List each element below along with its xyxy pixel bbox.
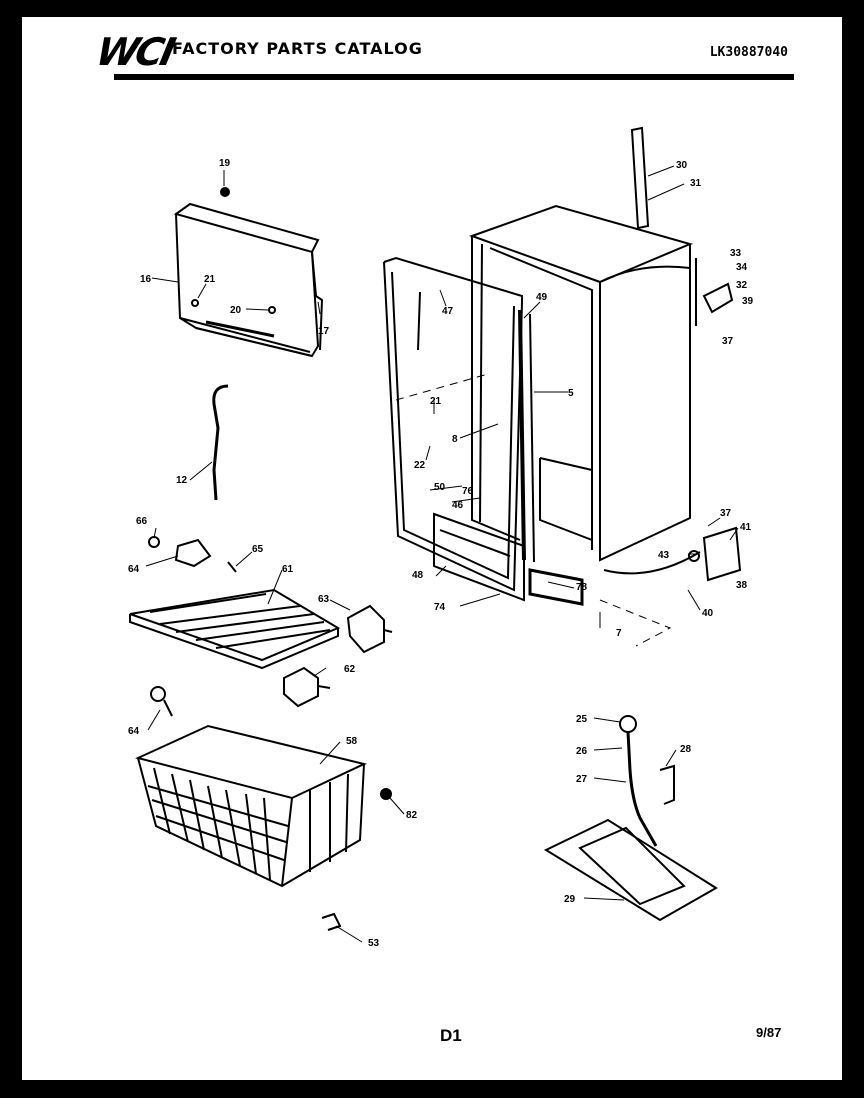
callout-26: 26 <box>576 746 588 757</box>
page-label: D1 <box>440 1026 462 1045</box>
header-rule <box>114 74 794 80</box>
clip-53 <box>321 912 342 931</box>
drain-pan <box>543 818 718 922</box>
callout-50: 50 <box>434 482 446 493</box>
grommet-82 <box>380 788 392 800</box>
shelf-stop <box>283 666 331 708</box>
callout-34: 34 <box>736 262 748 273</box>
bottom-tray <box>433 512 584 606</box>
callout-65: 65 <box>252 544 264 555</box>
basket-support <box>150 686 173 717</box>
callout-46: 46 <box>452 500 464 511</box>
callout-31: 31 <box>690 178 702 189</box>
hinge-assembly <box>603 526 742 582</box>
callout-82: 82 <box>406 810 418 821</box>
catalog-date: 9/87 <box>756 1025 782 1040</box>
callout-22: 22 <box>414 460 426 471</box>
callout-41: 41 <box>740 522 752 533</box>
drain-tube <box>619 715 658 847</box>
callout-49: 49 <box>536 292 548 303</box>
callout-76: 76 <box>462 486 474 497</box>
catalog-title: FACTORY PARTS CATALOG <box>172 39 423 58</box>
callout-25: 25 <box>576 714 588 725</box>
callout-62: 62 <box>344 664 356 675</box>
screw-19 <box>220 187 230 197</box>
door-gasket <box>383 256 523 592</box>
callout-47: 47 <box>442 306 454 317</box>
callout-7: 7 <box>616 628 622 639</box>
wire-basket <box>135 724 367 888</box>
callout-12: 12 <box>176 475 188 486</box>
callout-39: 39 <box>742 296 754 307</box>
callout-43: 43 <box>658 550 670 561</box>
callout-28: 28 <box>680 744 692 755</box>
callout-27: 27 <box>576 774 588 785</box>
callout-66: 66 <box>136 516 148 527</box>
top-cover-panel <box>173 202 324 358</box>
callout-32: 32 <box>736 280 748 291</box>
callout-33: 33 <box>730 248 742 259</box>
callout-64: 64 <box>128 564 140 575</box>
top-hinge-bracket <box>695 258 734 326</box>
shelf-support-left <box>148 536 237 573</box>
callout-37-bottom: 37 <box>720 508 732 519</box>
callout-61: 61 <box>282 564 294 575</box>
callout-17: 17 <box>318 326 330 337</box>
callout-63: 63 <box>318 594 330 605</box>
freezer-cabinet <box>469 204 694 563</box>
callout-40: 40 <box>702 608 714 619</box>
wire-shelf <box>129 588 341 670</box>
callout-21: 21 <box>204 274 216 285</box>
callout-78: 78 <box>576 582 588 593</box>
callout-5: 5 <box>568 388 574 399</box>
model-number: LK30887040 <box>709 45 788 60</box>
callout-16: 16 <box>140 274 152 285</box>
callout-20: 20 <box>230 305 242 316</box>
wire-rod <box>212 384 229 501</box>
callout-37-top: 37 <box>722 336 734 347</box>
callout-19: 19 <box>219 158 231 169</box>
callout-74: 74 <box>434 602 446 613</box>
drain-bracket <box>659 764 675 805</box>
callout-29: 29 <box>564 894 576 905</box>
callout-8: 8 <box>452 434 458 445</box>
callout-53: 53 <box>368 938 380 949</box>
callout-64-lower: 64 <box>128 726 140 737</box>
callout-48: 48 <box>412 570 424 581</box>
callout-38: 38 <box>736 580 748 591</box>
callout-30: 30 <box>676 160 688 171</box>
vertical-rail <box>630 126 650 230</box>
callout-58: 58 <box>346 736 358 747</box>
callout-21-door: 21 <box>430 396 442 407</box>
shelf-support-right <box>346 604 393 654</box>
